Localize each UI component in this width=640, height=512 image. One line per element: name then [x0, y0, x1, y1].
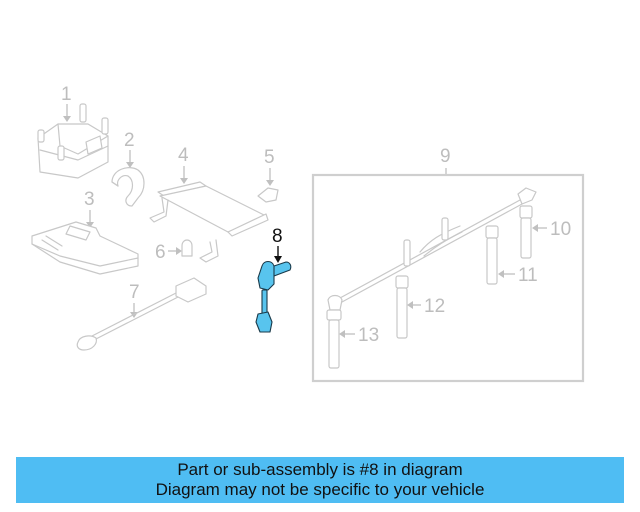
part-info-banner: Part or sub-assembly is #8 in diagram Di…	[16, 457, 624, 503]
plug-12: 12	[395, 275, 445, 339]
callout-13: 13	[358, 325, 379, 346]
callout-10: 10	[550, 219, 571, 240]
callout-1: 1	[61, 84, 72, 105]
callout-4: 4	[178, 145, 189, 166]
callout-12: 12	[424, 296, 445, 317]
part-7-sensor-harness[interactable]: 7	[76, 277, 207, 351]
part-5-clip[interactable]: 5	[257, 147, 279, 203]
callout-2: 2	[124, 130, 135, 151]
plug-10: 10	[519, 205, 571, 259]
callout-7: 7	[129, 282, 140, 303]
callout-8: 8	[272, 226, 283, 247]
part-8-crankshaft-sensor[interactable]: 8	[255, 226, 292, 333]
callout-11: 11	[518, 265, 538, 286]
banner-line-disclaimer: Diagram may not be specific to your vehi…	[155, 480, 485, 499]
plug-11: 11	[485, 225, 538, 286]
plug-13: 13	[326, 294, 379, 369]
part-6-cap[interactable]: 6	[155, 239, 193, 263]
callout-6: 6	[155, 242, 166, 263]
part-3-control-module[interactable]: 3	[31, 189, 139, 275]
callout-5: 5	[264, 147, 275, 168]
banner-line-part: Part or sub-assembly is #8 in diagram	[177, 460, 463, 479]
parts-diagram: 1 2 3 4 5	[31, 84, 585, 383]
callout-3: 3	[84, 189, 95, 210]
part-1-ignition-coil[interactable]: 1	[37, 84, 109, 179]
wire-set-box	[311, 173, 585, 383]
part-4-bracket[interactable]: 4	[149, 145, 269, 263]
part-9-ignition-wire-set[interactable]: 9 10 11 12	[311, 146, 585, 383]
callout-9: 9	[440, 146, 451, 167]
part-2-clamp[interactable]: 2	[111, 130, 145, 207]
